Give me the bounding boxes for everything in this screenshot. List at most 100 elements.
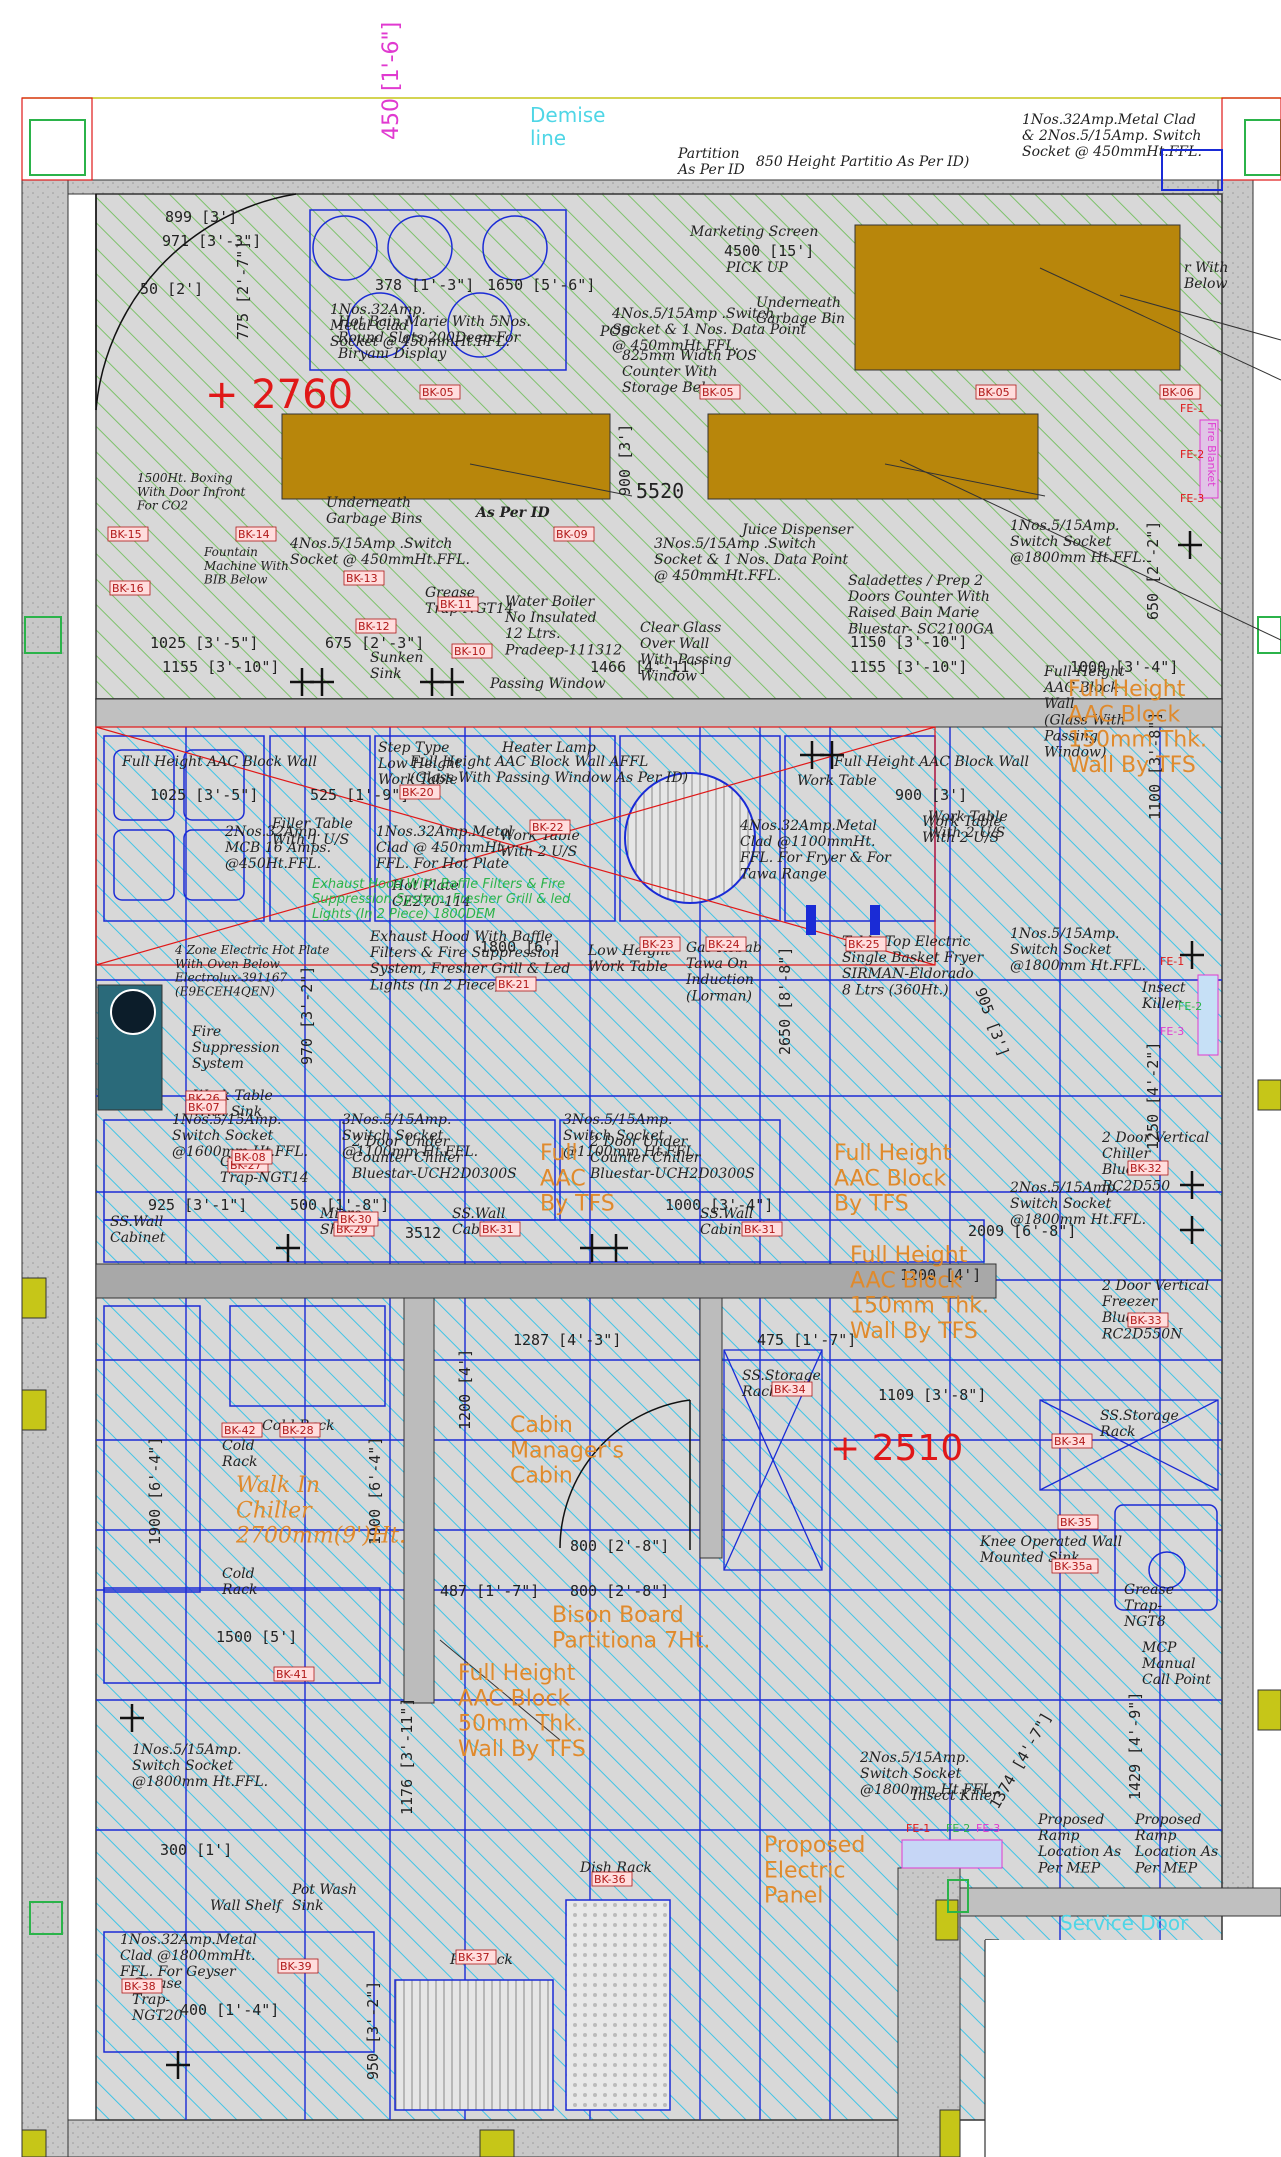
fryer-mark-2	[870, 905, 880, 935]
svg-text:1200 [4']: 1200 [4']	[456, 1349, 474, 1430]
dish-rack	[565, 1899, 671, 2111]
gas-tawa	[624, 772, 756, 904]
svg-text:1Nos.5/15Amp.Switch Socket@180: 1Nos.5/15Amp.Switch Socket@1800mm Ht.FFL…	[1010, 926, 1146, 974]
svg-text:BK-35: BK-35	[1060, 1516, 1092, 1529]
partition-height-note: 850 Height Partitio As Per ID)	[756, 154, 969, 170]
svg-text:FE-3: FE-3	[1160, 1025, 1184, 1038]
svg-text:BK-05: BK-05	[422, 386, 454, 399]
svg-text:BK-37: BK-37	[458, 1951, 490, 1964]
svg-text:BK-35a: BK-35a	[1054, 1560, 1092, 1573]
svg-text:BK-05: BK-05	[702, 386, 734, 399]
svg-text:BK-06: BK-06	[1162, 386, 1194, 399]
svg-text:3Nos.5/15Amp.Switch Socket@110: 3Nos.5/15Amp.Switch Socket@1100mm Ht.FFL…	[563, 1112, 699, 1160]
cooking-line	[103, 735, 936, 922]
svg-text:1800 [6']: 1800 [6']	[480, 938, 561, 956]
svg-text:Marketing Screen: Marketing Screen	[689, 224, 818, 240]
svg-text:3512: 3512	[405, 1224, 441, 1242]
svg-text:BK-11: BK-11	[440, 598, 472, 611]
top-right-socket: 1Nos.32Amp.Metal Clad& 2Nos.5/15Amp. Swi…	[1022, 112, 1202, 160]
storage-partition	[95, 1263, 997, 1299]
svg-text:1Nos.5/15Amp.Switch Socket@180: 1Nos.5/15Amp.Switch Socket@1800mm Ht.FFL…	[132, 1742, 268, 1790]
svg-text:2Nos.32Amp.MCB 16 Amps.@450Ht.: 2Nos.32Amp.MCB 16 Amps.@450Ht.FFL.	[224, 824, 331, 872]
green-boxes	[24, 119, 1281, 1935]
outer-wall-right	[1217, 179, 1254, 1901]
svg-text:BK-33: BK-33	[1130, 1314, 1162, 1327]
svg-text:1109 [3'-8"]: 1109 [3'-8"]	[878, 1386, 986, 1404]
svg-text:1025 [3'-5"]: 1025 [3'-5"]	[150, 786, 258, 804]
svg-text:1176 [3'-11"]: 1176 [3'-11"]	[398, 1698, 416, 1815]
svg-text:300 [1']: 300 [1']	[160, 1841, 232, 1859]
svg-text:BK-21: BK-21	[498, 978, 530, 991]
service-door-frame	[959, 1887, 1281, 1917]
svg-text:1000 [3'-4"]: 1000 [3'-4"]	[1070, 658, 1178, 676]
bain-marie	[309, 209, 567, 371]
cancel-box	[95, 726, 936, 966]
mark-2760: + 2760	[205, 372, 353, 418]
svg-text:1250 [4'-2"]: 1250 [4'-2"]	[1144, 1042, 1162, 1150]
svg-text:BK-05: BK-05	[978, 386, 1010, 399]
svg-text:BK-38: BK-38	[124, 1980, 156, 1993]
svg-text:970 [3'-2"]: 970 [3'-2"]	[298, 966, 316, 1065]
svg-text:1500 [5']: 1500 [5']	[216, 1628, 297, 1646]
kitchen-zone	[95, 698, 1223, 2121]
svg-text:3Nos.5/15Amp.Switch Socket@110: 3Nos.5/15Amp.Switch Socket@1100mm Ht.FFL…	[342, 1112, 478, 1160]
svg-text:971 [3'-3"]: 971 [3'-3"]	[162, 232, 261, 250]
svg-text:FE-1: FE-1	[906, 1822, 930, 1835]
svg-text:899 [3']: 899 [3']	[165, 208, 237, 226]
work-benches	[103, 1119, 985, 1263]
svg-text:487 [1'-7"]: 487 [1'-7"]	[440, 1582, 539, 1600]
svg-text:BK-08: BK-08	[234, 1151, 266, 1164]
svg-text:As Per ID: As Per ID	[474, 505, 550, 521]
svg-text:Passing Window: Passing Window	[489, 676, 605, 692]
svg-text:1900 [6'-4"]: 1900 [6'-4"]	[366, 1437, 384, 1545]
svg-text:650 [2'-2"]: 650 [2'-2"]	[1144, 521, 1162, 620]
columns	[21, 1079, 1281, 2157]
svg-text:Insect Killer: Insect Killer	[911, 1788, 1000, 1804]
svg-text:BK-14: BK-14	[238, 528, 270, 541]
svg-text:BK-22: BK-22	[532, 821, 564, 834]
service-door-white	[985, 1940, 1281, 2157]
switch-symbols	[120, 531, 1204, 2079]
svg-text:BK-07: BK-07	[188, 1101, 220, 1114]
mark-5520: 5520	[636, 479, 684, 503]
svg-text:1000 [3'-4"]: 1000 [3'-4"]	[665, 1196, 773, 1214]
svg-text:800 [2'-8"]: 800 [2'-8"]	[570, 1582, 669, 1600]
fryer-mark-1	[806, 905, 816, 935]
svg-text:BK-39: BK-39	[280, 1960, 312, 1973]
svg-text:BK-20: BK-20	[402, 786, 434, 799]
svg-text:BK-31: BK-31	[744, 1223, 776, 1236]
svg-text:PICK UP: PICK UP	[725, 260, 788, 276]
dimension-labels: 899 [3'] 971 [3'-3"] 50 [2'] 775 [2'-7"]…	[140, 208, 1178, 2080]
svg-text:1155 [3'-10"]: 1155 [3'-10"]	[850, 658, 967, 676]
svg-text:925 [3'-1"]: 925 [3'-1"]	[148, 1196, 247, 1214]
top-dimension: 450 [1'-6"]	[379, 22, 404, 140]
svg-text:1Nos.5/15Amp.Switch Socket@180: 1Nos.5/15Amp.Switch Socket@1800mm Ht.FFL…	[1010, 518, 1146, 566]
svg-text:BK-09: BK-09	[556, 528, 588, 541]
svg-text:2Nos.5/15Amp.Switch Socket@180: 2Nos.5/15Amp.Switch Socket@1800mm Ht.FFL…	[1009, 1180, 1146, 1228]
svg-text:BK-30: BK-30	[340, 1213, 372, 1226]
